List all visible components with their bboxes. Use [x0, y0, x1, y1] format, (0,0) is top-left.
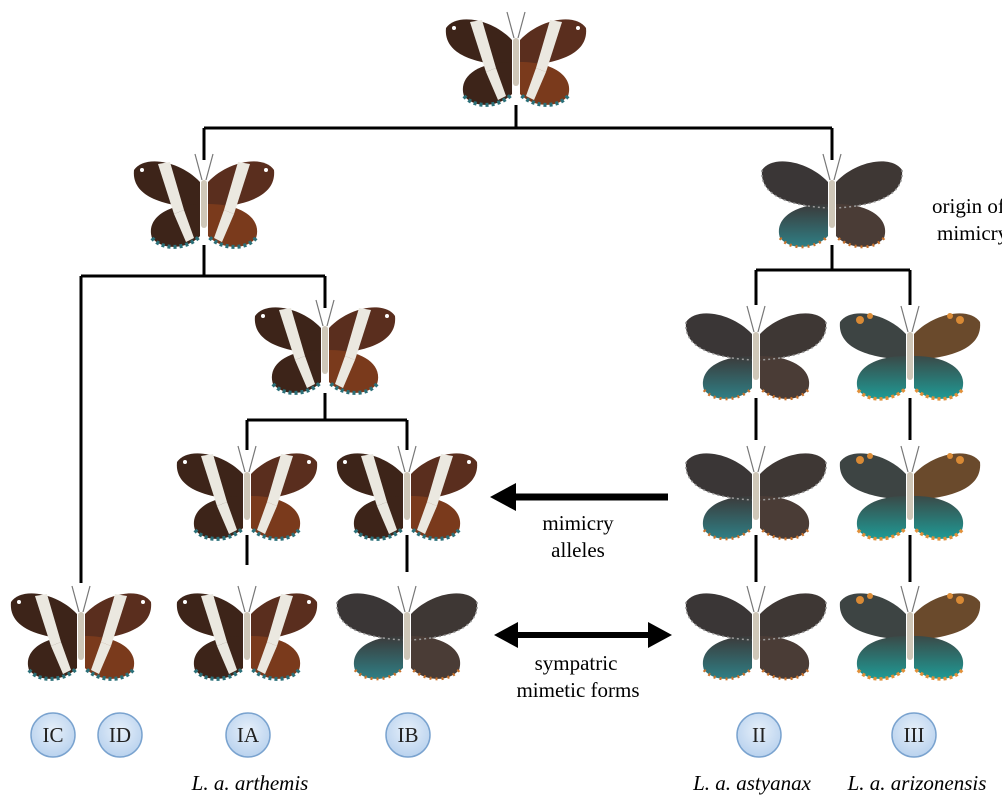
butterfly-iii-top	[840, 306, 980, 399]
sympatric-label-line2: mimetic forms	[516, 678, 639, 702]
mimicry-label-line1: mimicry	[542, 511, 614, 535]
clade-label: III	[904, 723, 925, 747]
butterfly-ib-bottom	[337, 586, 477, 679]
clade-badges: IC ID IA IB II III	[31, 713, 936, 757]
butterfly-ii-bottom	[686, 586, 826, 679]
clade-badge-iii: III	[892, 713, 936, 757]
butterfly-ia-bottom	[177, 586, 317, 679]
sympatric-label-line1: sympatric	[535, 651, 618, 675]
subspecies-arthemis: L. a. arthemis	[191, 771, 309, 795]
butterfly-ancestor-root	[446, 12, 586, 105]
butterfly-ia-top	[177, 446, 317, 539]
clade-label: IB	[398, 723, 419, 747]
butterfly-iii-bottom	[840, 586, 980, 679]
butterfly-ii-mid	[686, 446, 826, 539]
subspecies-arizonensis: L. a. arizonensis	[847, 771, 987, 795]
clade-badge-ii: II	[737, 713, 781, 757]
butterflies	[11, 12, 980, 679]
clade-badge-ic: IC	[31, 713, 75, 757]
subspecies-astyanax: L. a. astyanax	[692, 771, 812, 795]
clade-label: ID	[109, 723, 131, 747]
arrows	[490, 483, 672, 648]
butterfly-ancestor-right	[762, 154, 902, 247]
clade-badge-id: ID	[98, 713, 142, 757]
butterfly-iii-mid	[840, 446, 980, 539]
origin-label-line1: origin of	[932, 194, 1002, 218]
butterfly-ancestor-ia-ib	[255, 300, 395, 393]
butterfly-ancestor-left	[134, 154, 274, 247]
clade-label: IA	[237, 723, 260, 747]
butterfly-ic-id	[11, 586, 151, 679]
clade-label: IC	[43, 723, 64, 747]
butterfly-ib-top	[337, 446, 477, 539]
butterfly-ii-top	[686, 306, 826, 399]
clade-label: II	[752, 723, 766, 747]
origin-label-line2: mimicry	[937, 221, 1002, 245]
clade-badge-ib: IB	[386, 713, 430, 757]
mimicry-label-line2: alleles	[551, 538, 605, 562]
clade-badge-ia: IA	[226, 713, 270, 757]
